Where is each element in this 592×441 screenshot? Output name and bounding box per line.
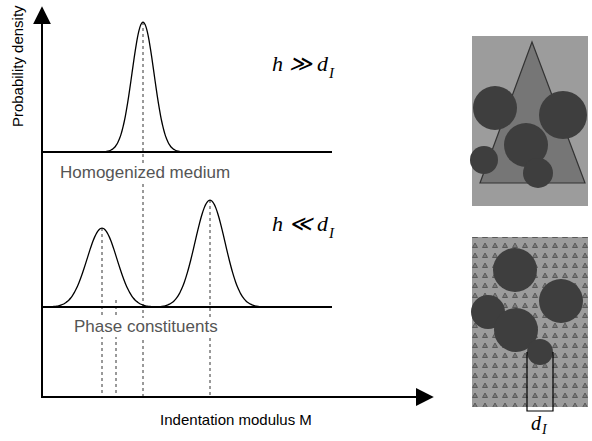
subscript: I (329, 65, 334, 82)
baseline (42, 306, 332, 308)
y-axis (41, 8, 43, 398)
gaussian-curves (42, 22, 270, 307)
scale-condition: h ≪ d (272, 212, 328, 236)
phase-panel (471, 237, 588, 407)
baseline (42, 151, 332, 153)
dashed-guides (102, 22, 210, 396)
scale-condition: h ≫ d (272, 52, 328, 76)
subscript: I (542, 422, 547, 437)
x-axis (41, 396, 432, 398)
subscript: I (329, 225, 334, 242)
size-bracket (527, 352, 553, 411)
homogenized-panel (470, 36, 588, 206)
axis-title: Indentation modulus M (160, 412, 312, 429)
curve-caption: Homogenized medium (58, 164, 232, 183)
gaussian-curve (150, 200, 270, 307)
gaussian-curve (42, 228, 162, 307)
axis-title: Probability density (10, 5, 27, 127)
gaussian-curve (99, 22, 187, 152)
dimension-label: d (531, 412, 541, 434)
curve-caption: Phase constituents (72, 318, 220, 337)
